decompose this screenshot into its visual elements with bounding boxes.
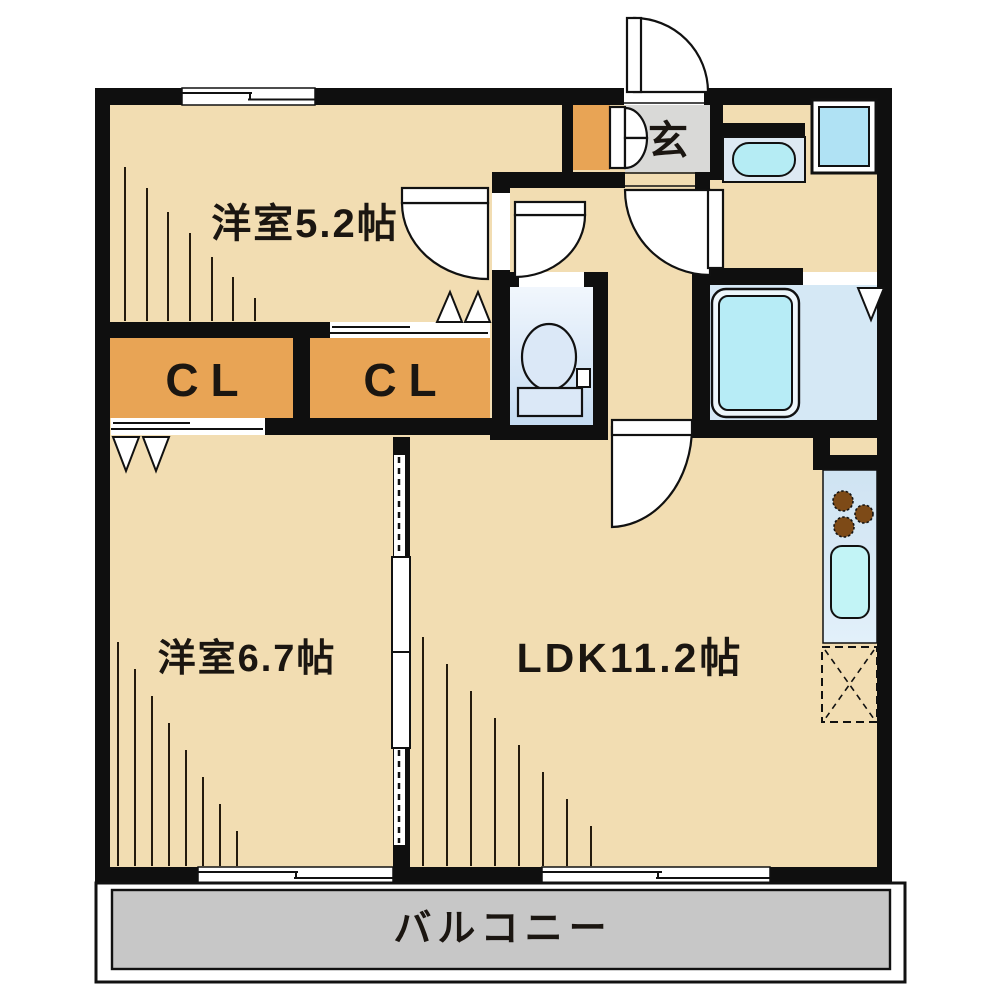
label-western-room-2: 洋室6.7帖 bbox=[158, 637, 337, 680]
closet-2-opening-track bbox=[330, 322, 490, 338]
closet-1-opening-track bbox=[111, 418, 265, 435]
hall-doorway bbox=[625, 172, 695, 188]
ldk-door-swing bbox=[610, 425, 694, 529]
room1-doorway bbox=[492, 193, 510, 270]
kitchen-sink bbox=[830, 545, 870, 619]
window-top-room1 bbox=[181, 87, 316, 106]
label-closet-2: CL bbox=[363, 354, 448, 406]
label-western-room-1: 洋室5.2帖 bbox=[211, 202, 399, 246]
shoe-cabinet bbox=[573, 103, 610, 170]
toilet-flush-handle bbox=[576, 368, 591, 388]
partition-leaf-2 bbox=[391, 651, 411, 749]
toilet-door-swing bbox=[513, 213, 587, 279]
washbasin-backsplash bbox=[723, 123, 805, 137]
label-ldk: LDK11.2帖 bbox=[517, 635, 744, 681]
partition-leaf-1 bbox=[391, 556, 411, 653]
closet-1-floor bbox=[110, 338, 293, 418]
bathroom-doorway bbox=[803, 272, 877, 285]
label-closet-1: CL bbox=[165, 354, 250, 406]
balcony bbox=[94, 881, 907, 984]
toilet-tank bbox=[516, 386, 584, 418]
fixtures bbox=[516, 98, 878, 723]
closet2-fold-mark-1 bbox=[435, 289, 464, 323]
entrance-door-leaf bbox=[625, 16, 643, 94]
closet1-fold-mark-2 bbox=[141, 436, 171, 474]
labels: 洋室5.2帖 洋室6.7帖 LDK11.2帖 CL CL 玄 バルコニー bbox=[158, 119, 744, 950]
closet2-fold-mark-2 bbox=[463, 289, 492, 323]
balcony-deck bbox=[110, 888, 892, 971]
washing-machine bbox=[818, 106, 870, 167]
toilet-doorway bbox=[519, 272, 584, 287]
folding-door-marks bbox=[111, 287, 886, 474]
window-bottom-ldk bbox=[541, 866, 771, 884]
stove-burner-3 bbox=[833, 516, 855, 538]
washroom-door-leaf bbox=[706, 188, 725, 270]
stove-burner-1 bbox=[832, 490, 854, 512]
washroom-door-swing bbox=[623, 188, 712, 277]
room1-door-leaf bbox=[400, 186, 490, 205]
sliding-partition bbox=[391, 455, 411, 845]
hatch-fan-ldk bbox=[422, 637, 592, 866]
room1-door-swing bbox=[400, 201, 490, 281]
shoe-cabinet-door-leaf bbox=[608, 105, 627, 170]
refrigerator-space bbox=[821, 646, 878, 723]
stove-burner-2 bbox=[854, 504, 874, 524]
door-swings bbox=[400, 16, 725, 529]
bathroom-fold-mark bbox=[856, 287, 886, 323]
toilet-bowl bbox=[520, 322, 578, 392]
entrance-door-opening bbox=[624, 93, 704, 105]
shoe-cabinet-door-arc-lower bbox=[623, 136, 649, 170]
entrance-door-swing bbox=[632, 16, 710, 94]
ldk-door-leaf bbox=[610, 418, 694, 437]
windows-openings bbox=[111, 87, 877, 884]
closet1-fold-mark-1 bbox=[111, 436, 141, 474]
hatch-fan-room2 bbox=[117, 642, 238, 866]
washbasin-bowl bbox=[732, 142, 796, 177]
bathtub-inner bbox=[718, 295, 793, 411]
closet-2-floor bbox=[310, 338, 490, 418]
label-balcony: バルコニー bbox=[393, 908, 612, 950]
label-entrance: 玄 bbox=[648, 119, 688, 163]
hatch-fan-room1 bbox=[124, 167, 256, 321]
toilet-door-leaf bbox=[513, 200, 587, 217]
